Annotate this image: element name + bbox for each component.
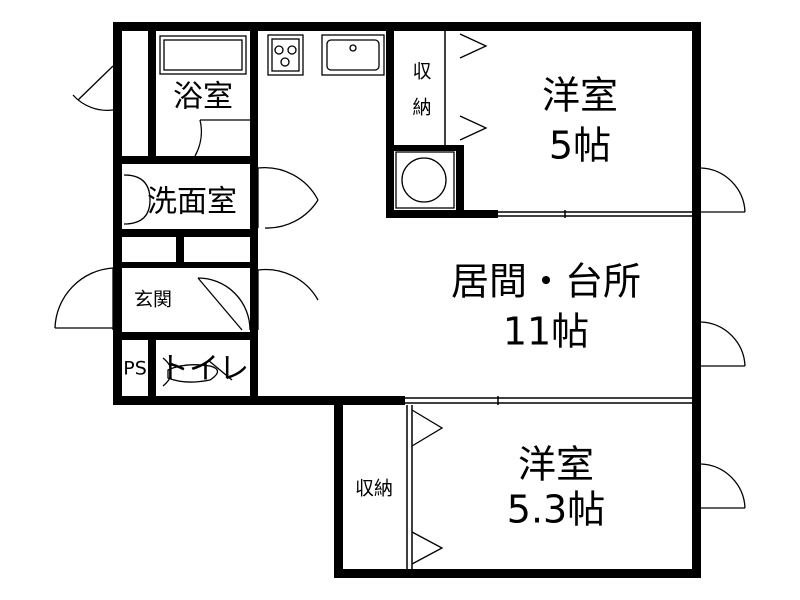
label-washroom: 洗面室	[147, 185, 237, 220]
doors	[54, 33, 746, 565]
fixtures	[123, 34, 455, 383]
label-storage-top-1: 収	[412, 61, 431, 83]
label-living-kitchen: 居間・台所	[451, 260, 641, 304]
partition-lines	[405, 31, 700, 569]
label-western-room-1: 洋室	[542, 74, 618, 118]
wash-basin	[123, 174, 151, 225]
label-storage-bottom: 収納	[355, 478, 393, 500]
label-western-room-2-size: 5.3帖	[507, 488, 605, 532]
label-western-room-2: 洋室	[518, 443, 594, 487]
label-bath: 浴室	[173, 80, 233, 115]
label-living-kitchen-size: 11帖	[503, 310, 589, 354]
label-entrance: 玄関	[134, 289, 172, 311]
toilet-bowl	[167, 364, 219, 383]
label-ps: PS	[123, 358, 147, 380]
label-western-room-1-size: 5帖	[549, 124, 611, 168]
label-toilet: トイレ	[159, 352, 249, 387]
outer-walls	[113, 22, 701, 578]
room-labels: 浴室 洗面室 玄関 PS トイレ 収 納 洋室 5帖 居間・台所 11帖 収納 …	[123, 61, 641, 532]
label-storage-top-2: 納	[412, 97, 431, 119]
interior-walls	[122, 31, 498, 405]
